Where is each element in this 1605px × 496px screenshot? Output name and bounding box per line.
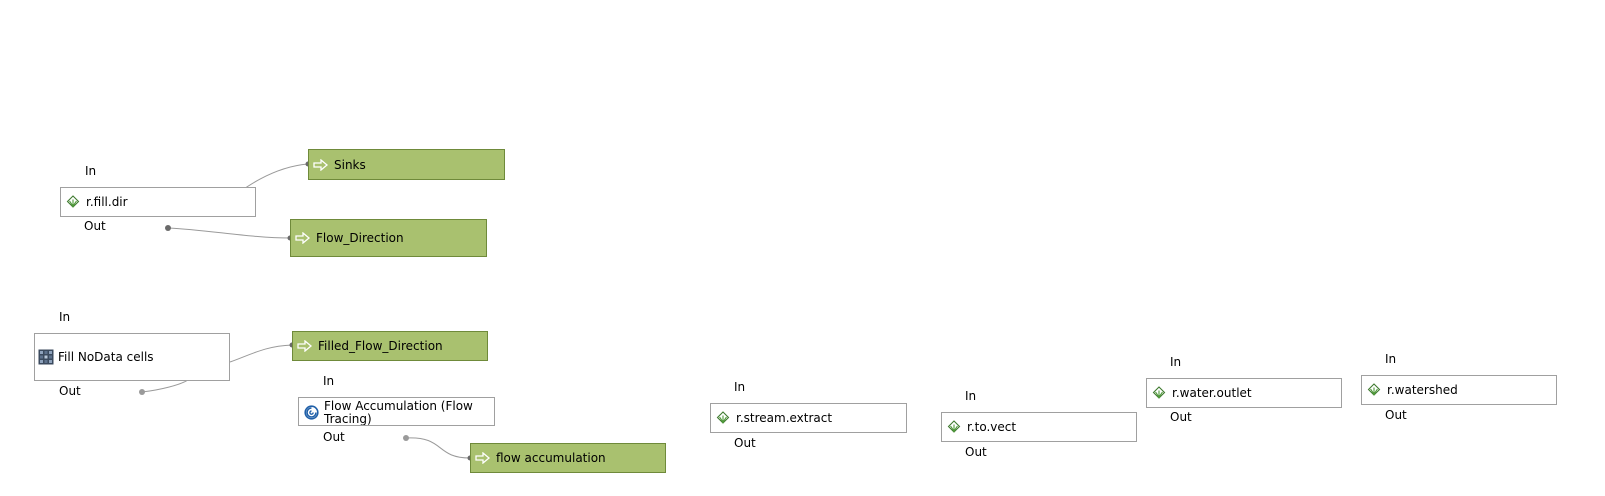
output-arrow-icon [297,338,313,354]
in-port-label: In [965,389,977,403]
output-node-flow-direction[interactable]: Flow_Direction [290,219,487,257]
algorithm-label: r.fill.dir [86,195,128,209]
algorithm-node-r-stream-extract[interactable]: r.stream.extract [710,403,907,433]
algorithm-label: Flow Accumulation (Flow Tracing) [324,399,473,426]
in-port-label: In [59,310,71,324]
algorithm-node-flow-accumulation[interactable]: Flow Accumulation (Flow Tracing) [298,397,495,426]
algorithm-node-fill-nodata[interactable]: Fill NoData cells [34,333,230,381]
connector-flow-acc-to-output [405,437,471,459]
out-port-label: Out [734,436,756,450]
algorithm-label: r.to.vect [967,420,1017,434]
output-label: Flow_Direction [316,231,404,245]
grass-icon [1151,385,1167,401]
grass-icon [715,410,731,426]
output-arrow-icon [475,450,491,466]
out-port-label: Out [323,430,345,444]
output-node-filled-flow-direction[interactable]: Filled_Flow_Direction [292,331,488,361]
port-dot-fill-nodata-out [139,389,145,395]
connector-fill-dir-to-flow-direction [167,227,291,239]
in-port-label: In [323,374,335,388]
output-node-sinks[interactable]: Sinks [308,149,505,180]
output-node-flow-accumulation[interactable]: flow accumulation [470,443,666,473]
grass-icon [946,419,962,435]
algorithm-node-r-to-vect[interactable]: r.to.vect [941,412,1137,442]
in-port-label: In [1385,352,1397,366]
output-label: Sinks [334,157,366,172]
out-port-label: Out [84,219,106,233]
algorithm-label: r.stream.extract [736,411,833,425]
in-port-label: In [1170,355,1182,369]
algorithm-label: r.water.outlet [1172,386,1252,400]
output-arrow-icon [313,157,329,173]
algorithm-label: r.watershed [1387,383,1458,397]
in-port-label: In [734,380,746,394]
output-label: Filled_Flow_Direction [318,339,443,353]
algorithm-label: Fill NoData cells [58,350,154,364]
port-dot-flow-acc-out [403,435,409,441]
saga-icon [303,404,319,420]
out-port-label: Out [1385,408,1407,422]
grass-icon [1366,382,1382,398]
out-port-label: Out [1170,410,1192,424]
algorithm-node-r-water-outlet[interactable]: r.water.outlet [1146,378,1342,408]
algorithm-node-r-watershed[interactable]: r.watershed [1361,375,1557,405]
algorithm-node-r-fill-dir[interactable]: r.fill.dir [60,187,256,217]
out-port-label: Out [59,384,81,398]
port-dot-fill-dir-out [165,225,171,231]
out-port-label: Out [965,445,987,459]
raster-grid-icon [38,349,54,365]
grass-icon [65,194,81,210]
in-port-label: In [85,164,97,178]
output-arrow-icon [295,230,311,246]
output-label: flow accumulation [496,451,606,465]
connector-fill-nodata-to-filled [229,344,293,363]
connector-fill-nodata-out [141,379,189,393]
